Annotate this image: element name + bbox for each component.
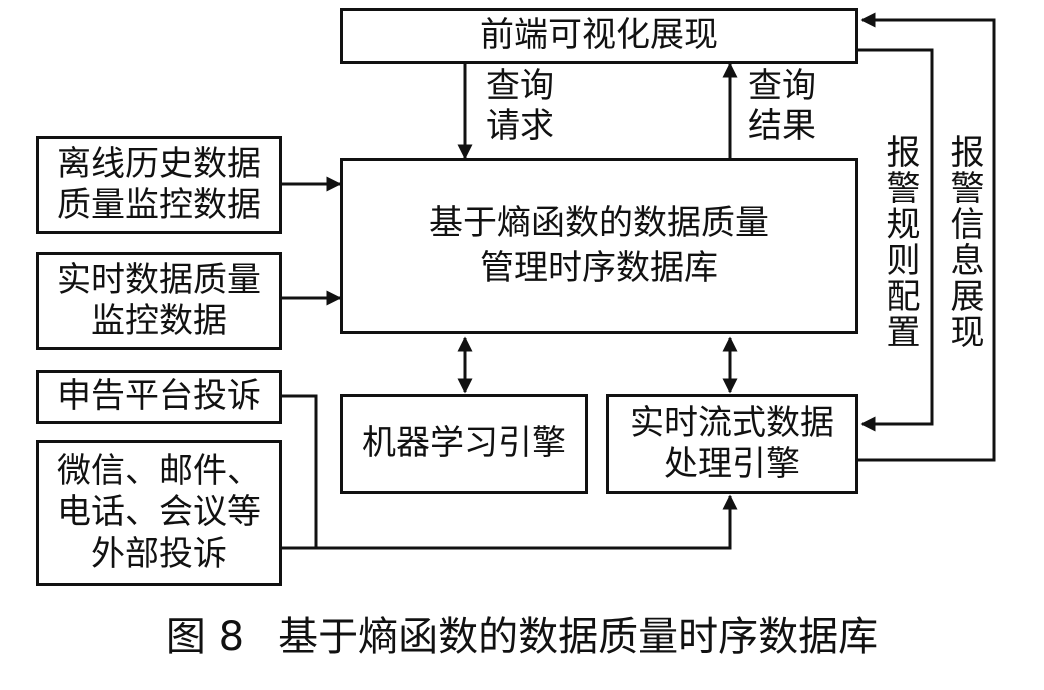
complaint-platform-label: 申告平台投诉	[57, 376, 261, 417]
query-result-label: 查询 结果	[742, 66, 822, 146]
stream-line-1: 实时流式数据	[630, 402, 834, 443]
tsdb-line-2: 管理时序数据库	[480, 248, 718, 288]
stream-processing-engine-box: 实时流式数据 处理引擎	[606, 394, 858, 494]
timeseries-database-box: 基于熵函数的数据质量 管理时序数据库	[340, 158, 858, 334]
query-result-line-1: 查询	[748, 66, 816, 106]
query-request-line-1: 查询	[486, 66, 554, 106]
alarm-info-display-label: 报警信息展现	[944, 134, 984, 350]
arrow-alarm-rule-config	[858, 48, 934, 432]
query-request-line-2: 请求	[486, 106, 554, 147]
machine-learning-engine-box: 机器学习引擎	[340, 394, 588, 494]
external-line-1: 微信、邮件、	[57, 450, 261, 491]
offline-line-1: 离线历史数据	[57, 143, 261, 184]
arrow-complaints-to-stream	[282, 494, 738, 550]
complaint-platform-box: 申告平台投诉	[36, 370, 282, 424]
frontend-visualization-box: 前端可视化展现	[340, 8, 858, 64]
tsdb-line-1: 基于熵函数的数据质量	[429, 203, 769, 244]
external-complaints-box: 微信、邮件、 电话、会议等 外部投诉	[36, 440, 282, 586]
figure-caption: 图 8 基于熵函数的数据质量时序数据库	[0, 604, 1044, 662]
external-line-2: 电话、会议等	[57, 492, 261, 533]
figure-number: 图 8	[165, 614, 245, 660]
figure-title: 基于熵函数的数据质量时序数据库	[278, 614, 879, 660]
realtime-monitoring-data-box: 实时数据质量 监控数据	[36, 252, 282, 350]
realtime-line-2: 监控数据	[91, 301, 227, 341]
arrow-alarm-info-display	[858, 12, 996, 462]
offline-history-data-box: 离线历史数据 质量监控数据	[36, 136, 282, 234]
ml-engine-label: 机器学习引擎	[362, 423, 566, 464]
frontend-label: 前端可视化展现	[480, 15, 718, 56]
stream-line-2: 处理引擎	[664, 444, 800, 484]
external-line-3: 外部投诉	[91, 533, 227, 574]
line-complaint-platform	[282, 394, 318, 548]
realtime-line-1: 实时数据质量	[57, 259, 261, 300]
query-request-label: 查询 请求	[480, 66, 560, 146]
query-result-line-2: 结果	[748, 106, 816, 147]
offline-line-2: 质量监控数据	[57, 185, 261, 225]
alarm-rule-config-label: 报警规则配置	[880, 134, 920, 350]
